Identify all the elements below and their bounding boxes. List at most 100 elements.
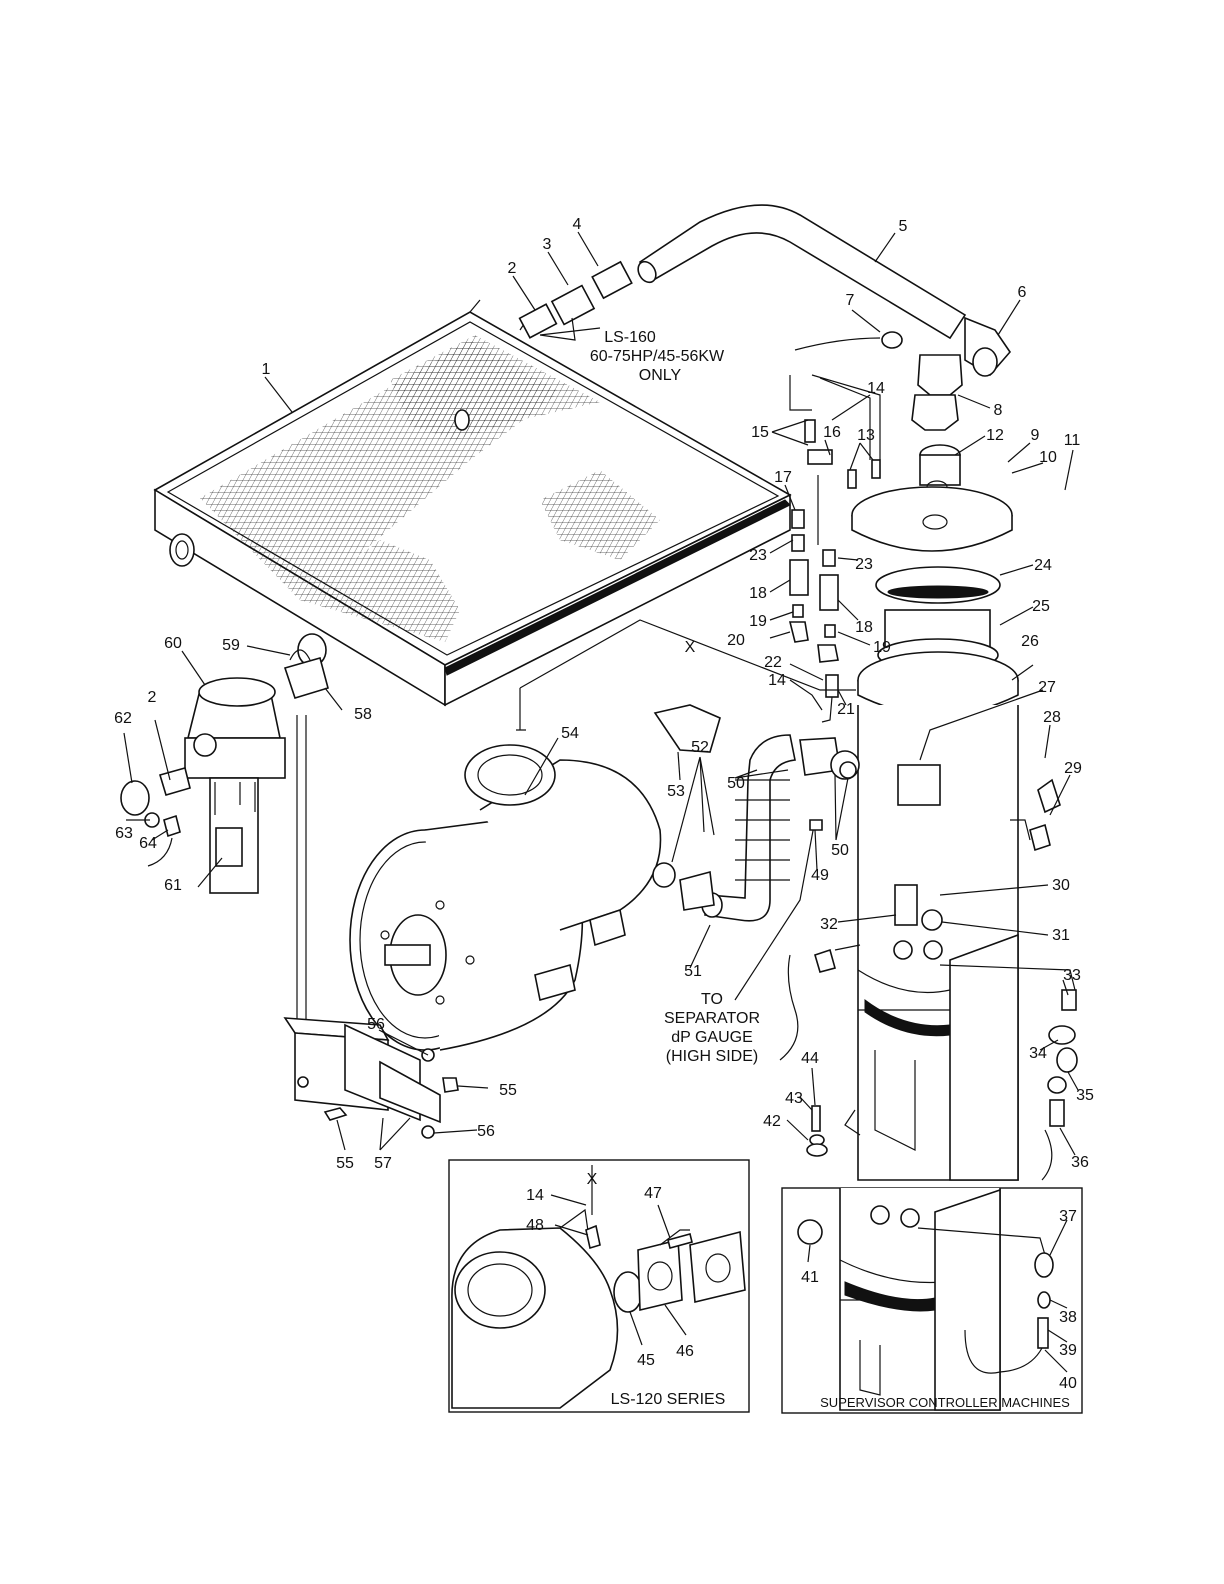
callout: 14 [867, 380, 885, 397]
discharge-pipe [652, 704, 860, 922]
discharge-piping [518, 204, 1012, 431]
callout: 11 [1064, 432, 1081, 449]
callout: 28 [1043, 709, 1061, 726]
callout: 15 [751, 424, 769, 441]
callout: 34 [1029, 1045, 1047, 1062]
callout: 18 [855, 619, 873, 636]
callout: 8 [994, 402, 1003, 419]
callouts: 1 2 3 4 5 6 7 8 9 10 11 12 13 14 15 16 1… [114, 216, 1094, 1392]
callout: 54 [561, 725, 579, 742]
callout: 57 [374, 1155, 392, 1172]
leader-lines [123, 231, 1079, 1373]
callout: 22 [764, 654, 782, 671]
note-separator-line2: SEPARATOR [664, 1010, 760, 1027]
callout: 60 [164, 635, 182, 652]
callout: X [685, 639, 696, 656]
notes: LS-160 60-75HP/45-56KW ONLY TO SEPARATOR… [590, 329, 1070, 1410]
callout: 14 [526, 1187, 544, 1204]
note-separator-line3: dP GAUGE [671, 1029, 753, 1046]
callout: 59 [222, 637, 240, 654]
callout: 36 [1071, 1154, 1089, 1171]
callout: 53 [667, 783, 685, 800]
callout: 17 [774, 469, 792, 486]
note-ls160-line2: 60-75HP/45-56KW [590, 348, 725, 365]
callout: 2 [148, 689, 157, 706]
note-ls160-line1: LS-160 [604, 329, 656, 346]
callout: 50 [831, 842, 849, 859]
callout: 46 [676, 1343, 694, 1360]
callout: 44 [801, 1050, 819, 1067]
callout: 2 [508, 260, 517, 277]
callout: 41 [801, 1269, 819, 1286]
callout: 29 [1064, 760, 1082, 777]
callout: 26 [1021, 633, 1039, 650]
callout: 49 [811, 867, 829, 884]
mounting-brackets [283, 1017, 459, 1139]
connecting-lines [296, 619, 1053, 1181]
line-filter [120, 649, 329, 894]
callout: 33 [1063, 967, 1081, 984]
callout: 37 [1059, 1208, 1077, 1225]
callout: 5 [899, 218, 908, 235]
callout: 7 [846, 292, 855, 309]
callout: 55 [336, 1155, 354, 1172]
callout: 56 [367, 1016, 385, 1033]
callout: 64 [139, 835, 157, 852]
callout: 13 [857, 427, 875, 444]
note-separator-line4: (HIGH SIDE) [666, 1048, 758, 1065]
callout: 47 [644, 1185, 662, 1202]
callout: 39 [1059, 1342, 1077, 1359]
inset-supervisor-caption: SUPERVISOR CONTROLLER MACHINES [820, 1395, 1070, 1410]
callout: 35 [1076, 1087, 1094, 1104]
callout: 10 [1039, 449, 1057, 466]
callout: 61 [164, 877, 182, 894]
callout: 55 [499, 1082, 517, 1099]
callout: 16 [823, 424, 841, 441]
callout: 30 [1052, 877, 1070, 894]
callout: 12 [986, 427, 1004, 444]
callout: 62 [114, 710, 132, 727]
cooler-assembly [153, 299, 792, 707]
callout: 50 [727, 775, 745, 792]
note-ls160-line3: ONLY [639, 367, 682, 384]
callout: X [587, 1171, 598, 1188]
drain-fittings [806, 964, 1078, 1157]
callout: 23 [749, 547, 767, 564]
inset-supervisor [781, 1187, 1083, 1414]
separator-tank [844, 444, 1061, 1181]
callout: 63 [115, 825, 133, 842]
callout: 42 [763, 1113, 781, 1130]
callout: 1 [262, 361, 271, 378]
callout: 18 [749, 585, 767, 602]
callout: 14 [768, 672, 786, 689]
callout: 27 [1038, 679, 1056, 696]
control-tubing [788, 374, 881, 723]
callout: 43 [785, 1090, 803, 1107]
callout: 31 [1052, 927, 1070, 944]
callout: 24 [1034, 557, 1052, 574]
inset-ls120 [448, 1159, 750, 1413]
callout: 25 [1032, 598, 1050, 615]
inset-ls120-caption: LS-120 SERIES [611, 1391, 726, 1408]
note-separator-line1: TO [701, 991, 723, 1008]
callout: 6 [1018, 284, 1027, 301]
callout: 9 [1031, 427, 1040, 444]
callout: 19 [749, 613, 767, 630]
compressor-airend [349, 744, 662, 1051]
callout: 21 [837, 701, 855, 718]
callout: 58 [354, 706, 372, 723]
callout: 45 [637, 1352, 655, 1369]
callout: 52 [691, 739, 709, 756]
callout: 32 [820, 916, 838, 933]
callout: 20 [727, 632, 745, 649]
callout: 3 [543, 236, 552, 253]
callout: 4 [573, 216, 582, 233]
callout: 19 [873, 639, 891, 656]
callout: 23 [855, 556, 873, 573]
callout: 40 [1059, 1375, 1077, 1392]
callout: 56 [477, 1123, 495, 1140]
callout: 38 [1059, 1309, 1077, 1326]
callout: 51 [684, 963, 702, 980]
callout: 48 [526, 1217, 544, 1234]
